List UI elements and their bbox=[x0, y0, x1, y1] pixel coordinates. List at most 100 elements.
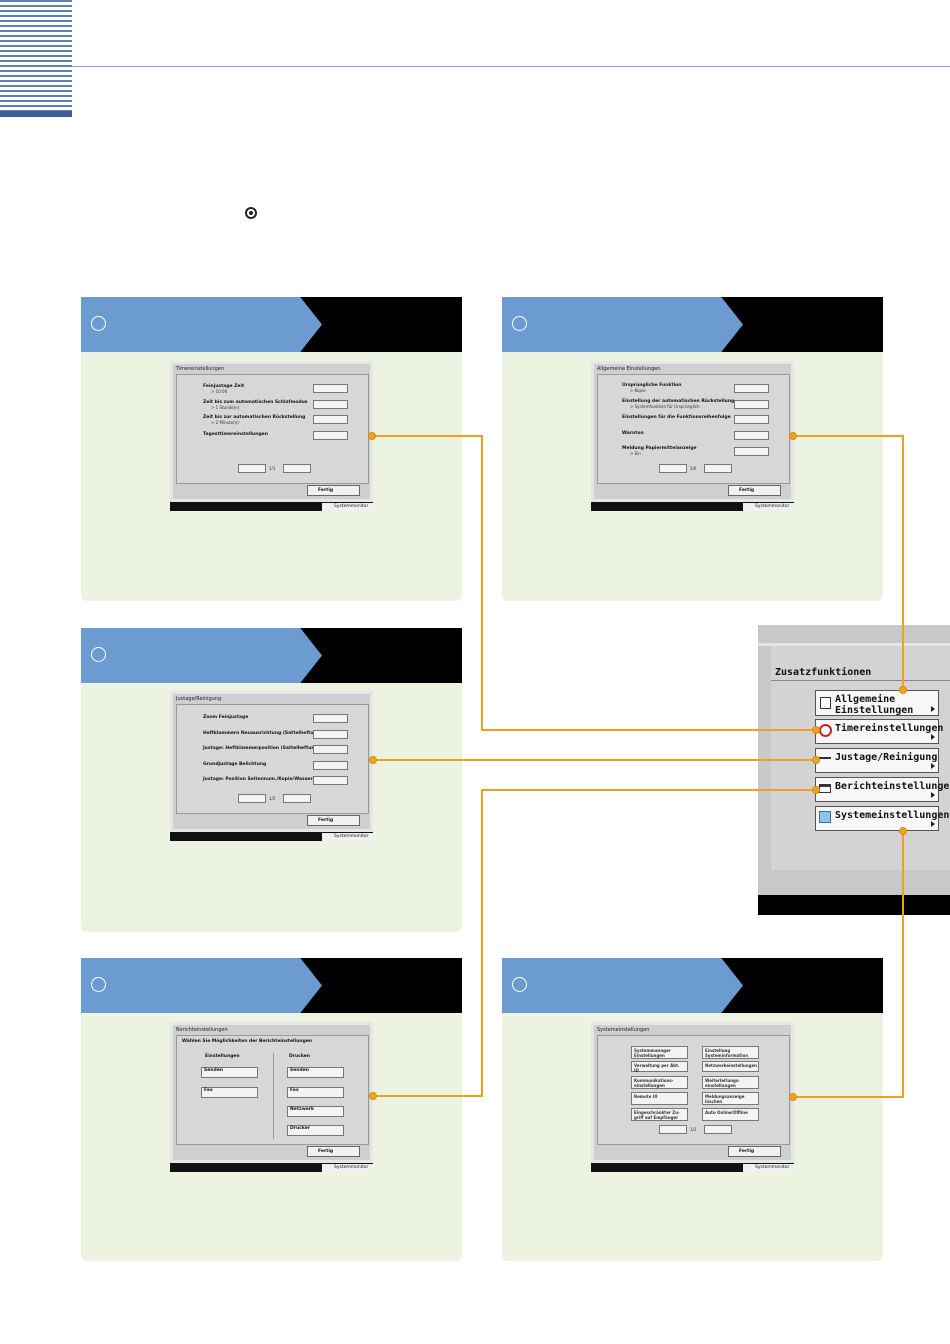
menu-button-timer[interactable]: Timereinstellungen bbox=[815, 719, 943, 744]
clock-icon bbox=[819, 724, 832, 737]
setting-button[interactable] bbox=[313, 714, 348, 723]
document-icon bbox=[820, 697, 831, 709]
connector-dot bbox=[812, 786, 820, 794]
connector-timer bbox=[372, 435, 816, 731]
list-item: Tagesttimereinstellungen bbox=[203, 432, 268, 437]
connector-dot bbox=[812, 726, 820, 734]
arrow-icon bbox=[931, 763, 935, 769]
system-setting-button[interactable]: Eingeschränkter Zu- griff auf Empfänger bbox=[631, 1108, 688, 1121]
list-item: Heftklammern Neuausrichtung (Sattelheftu… bbox=[203, 731, 323, 736]
menu-button-system[interactable]: Systemeinstellungen bbox=[815, 806, 949, 831]
setting-button[interactable] bbox=[734, 415, 769, 424]
screen-subtitle: Wählen Sie Möglichkeiten der Berichteins… bbox=[182, 1039, 312, 1044]
system-setting-button[interactable]: Remote UI bbox=[631, 1092, 688, 1105]
status-bar bbox=[591, 1163, 794, 1172]
system-setting-button[interactable]: Netzwerkeinstellungen bbox=[702, 1061, 759, 1072]
setting-button[interactable] bbox=[313, 730, 348, 739]
screen-title: Allgemeine Einstellungen bbox=[597, 366, 661, 372]
system-monitor-button[interactable]: Systemmonitor bbox=[322, 1164, 373, 1172]
report-button[interactable]: Fax bbox=[201, 1087, 258, 1098]
connector-dot bbox=[368, 432, 376, 440]
system-setting-button[interactable]: Verwaltung per Abt. ID bbox=[631, 1061, 688, 1073]
list-item: Grundjustage Belichtung bbox=[203, 762, 267, 767]
step-circle bbox=[91, 977, 106, 992]
scroll-down-button[interactable] bbox=[659, 1125, 687, 1134]
setting-button[interactable] bbox=[734, 384, 769, 393]
setting-button[interactable] bbox=[313, 431, 348, 440]
system-setting-button[interactable]: Meldungsanzeige löschen bbox=[702, 1092, 759, 1105]
scroll-up-button[interactable] bbox=[704, 464, 732, 473]
connector-report bbox=[373, 789, 816, 1097]
report-button[interactable]: Senden bbox=[287, 1067, 344, 1078]
adjust-icon bbox=[819, 757, 831, 759]
setting-button[interactable] bbox=[313, 761, 348, 770]
list-item: Justage: Heftklammerposition (Sattelheft… bbox=[203, 746, 320, 751]
scroll-down-button[interactable] bbox=[238, 794, 266, 803]
system-setting-button[interactable]: Weiterleitungs- einstellungen bbox=[702, 1076, 759, 1089]
report-button[interactable]: Netzwerk bbox=[287, 1106, 344, 1117]
system-monitor-button[interactable]: Systemmonitor bbox=[743, 503, 794, 511]
scroll-up-button[interactable] bbox=[283, 464, 311, 473]
connector-dot bbox=[789, 432, 797, 440]
scroll-up-button[interactable] bbox=[283, 794, 311, 803]
scroll-down-button[interactable] bbox=[238, 464, 266, 473]
setting-button[interactable] bbox=[313, 745, 348, 754]
step-circle bbox=[91, 316, 106, 331]
system-monitor-button[interactable]: Systemmonitor bbox=[322, 503, 373, 511]
column-heading: Drucken bbox=[289, 1054, 310, 1059]
done-button[interactable]: Fertig bbox=[307, 815, 360, 826]
page-indicator: 1/2 bbox=[690, 1127, 697, 1132]
done-button[interactable]: Fertig bbox=[728, 1146, 781, 1157]
report-button[interactable]: Senden bbox=[201, 1067, 258, 1078]
system-setting-button[interactable]: Kommunikations- einstellungen bbox=[631, 1076, 688, 1089]
list-item: Einstellungen für die Funktionsreihenfol… bbox=[622, 415, 731, 420]
done-button[interactable]: Fertig bbox=[728, 485, 781, 496]
main-menu-screen: Zusatzfunktionen Allgemeine Einstellunge… bbox=[758, 625, 950, 915]
screen-system: Systemeinstellungen Systemmanager Einste… bbox=[591, 1022, 794, 1172]
header-bar bbox=[0, 111, 72, 117]
system-monitor-button[interactable]: Systemmonitor bbox=[743, 1164, 794, 1172]
main-menu-title: Zusatzfunktionen bbox=[775, 667, 872, 678]
setting-button[interactable] bbox=[734, 431, 769, 440]
done-button[interactable]: Fertig bbox=[307, 485, 360, 496]
list-item: Einstellung der automatischen Rückstellu… bbox=[622, 399, 735, 404]
system-setting-button[interactable]: Systemmanager Einstellungen bbox=[631, 1046, 688, 1059]
list-item: Warnton bbox=[622, 431, 644, 436]
screen-timer: Timereinstellungen Feinjustage Zeit > 10… bbox=[170, 361, 373, 511]
scroll-up-button[interactable] bbox=[704, 1125, 732, 1134]
header-stripes bbox=[0, 0, 72, 116]
done-button[interactable]: Fertig bbox=[307, 1146, 360, 1157]
report-button[interactable]: Drucker bbox=[287, 1125, 344, 1136]
connector-dot bbox=[789, 1093, 797, 1101]
setting-button[interactable] bbox=[734, 400, 769, 409]
setting-button[interactable] bbox=[313, 400, 348, 409]
status-bar bbox=[591, 502, 794, 511]
system-setting-button[interactable]: Einstellung Systeminformation bbox=[702, 1046, 759, 1059]
step-circle bbox=[512, 977, 527, 992]
step-circle bbox=[91, 647, 106, 662]
arrow-icon bbox=[931, 734, 935, 740]
setting-button[interactable] bbox=[313, 415, 348, 424]
menu-button-general[interactable]: Allgemeine Einstellungen bbox=[815, 690, 939, 716]
screen-title: Berichteinstellungen bbox=[176, 1027, 228, 1033]
connector-dot bbox=[369, 1092, 377, 1100]
system-icon bbox=[819, 811, 831, 823]
status-bar bbox=[170, 1163, 373, 1172]
system-setting-button[interactable]: Auto Online/Offline bbox=[702, 1108, 759, 1121]
setting-button[interactable] bbox=[313, 776, 348, 785]
arrow-icon bbox=[931, 821, 935, 827]
list-item: Justage: Position Seitennum./Kopie/Wasse… bbox=[203, 777, 317, 782]
arrow-icon bbox=[931, 792, 935, 798]
report-button[interactable]: Fax bbox=[287, 1087, 344, 1098]
status-bar bbox=[170, 832, 373, 841]
column-divider bbox=[273, 1053, 274, 1139]
system-monitor-button[interactable]: Systemmonitor bbox=[322, 833, 373, 841]
step-circle bbox=[512, 316, 527, 331]
setting-button[interactable] bbox=[734, 447, 769, 456]
connector-dot bbox=[369, 756, 377, 764]
screen-title: Justage/Reinigung bbox=[176, 696, 222, 702]
setting-button[interactable] bbox=[313, 384, 348, 393]
scroll-down-button[interactable] bbox=[659, 464, 687, 473]
list-item: Ursprüngliche Funktion bbox=[622, 383, 682, 388]
